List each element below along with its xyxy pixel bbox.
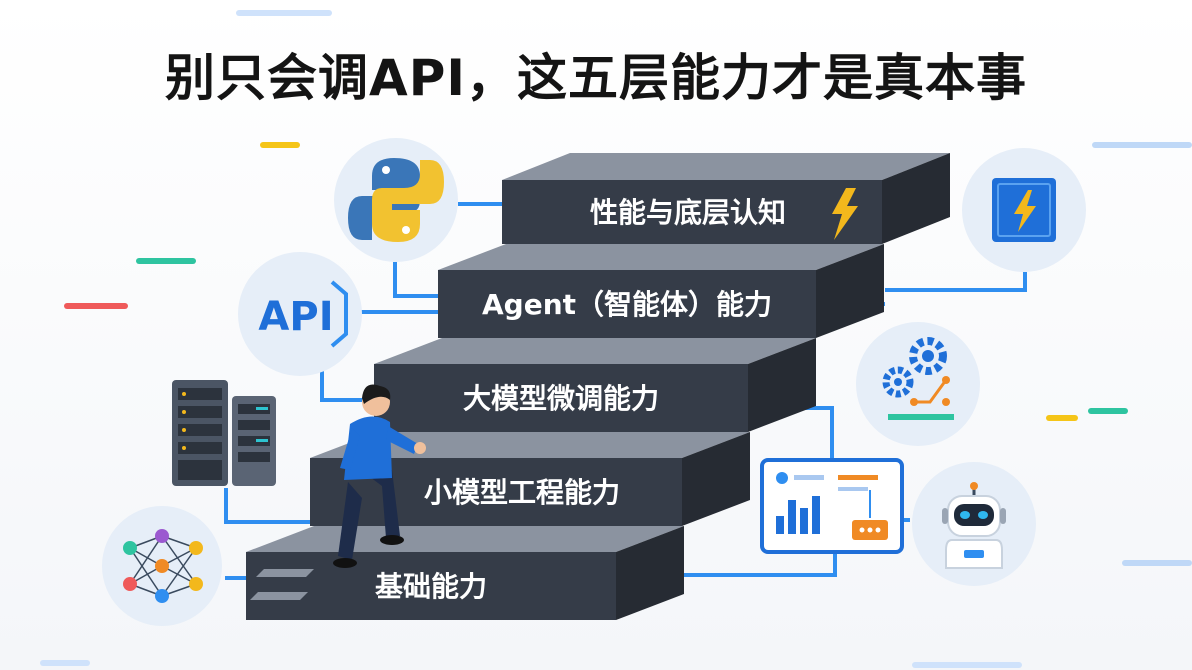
deco-dash <box>236 10 332 16</box>
page-title: 别只会调API，这五层能力才是真本事 <box>165 49 1027 107</box>
step-label-5: 性能与底层认知 <box>590 196 786 229</box>
step-5 <box>502 153 950 244</box>
deco-dash <box>40 660 90 666</box>
climbing-person-icon <box>333 384 426 568</box>
neural-network-icon <box>102 506 222 626</box>
gears-workflow-icon <box>856 322 980 446</box>
step-label-2: 小模型工程能力 <box>424 476 620 509</box>
step-3 <box>374 338 816 432</box>
deco-dash <box>1088 408 1128 414</box>
dashboard-chart-icon <box>760 458 904 554</box>
step-4 <box>438 244 884 338</box>
api-icon-label: API <box>258 294 333 340</box>
deco-dash <box>1046 415 1078 421</box>
lightning-icon <box>832 188 858 240</box>
deco-dash <box>64 303 128 309</box>
step-label-3: 大模型微调能力 <box>463 382 659 415</box>
deco-dash <box>136 258 196 264</box>
step-label-1: 基础能力 <box>375 570 487 603</box>
server-rack-icon <box>172 380 276 486</box>
deco-dash <box>1092 142 1192 148</box>
deco-dash <box>260 142 300 148</box>
step-1 <box>246 526 684 620</box>
deco-dash <box>912 662 1022 668</box>
deco-dash <box>1122 560 1192 566</box>
step-label-4: Agent（智能体）能力 <box>482 288 772 321</box>
python-logo-icon <box>334 138 458 262</box>
api-icon: API <box>238 252 362 376</box>
robot-icon <box>912 462 1036 586</box>
cpu-chip-icon <box>962 148 1086 272</box>
